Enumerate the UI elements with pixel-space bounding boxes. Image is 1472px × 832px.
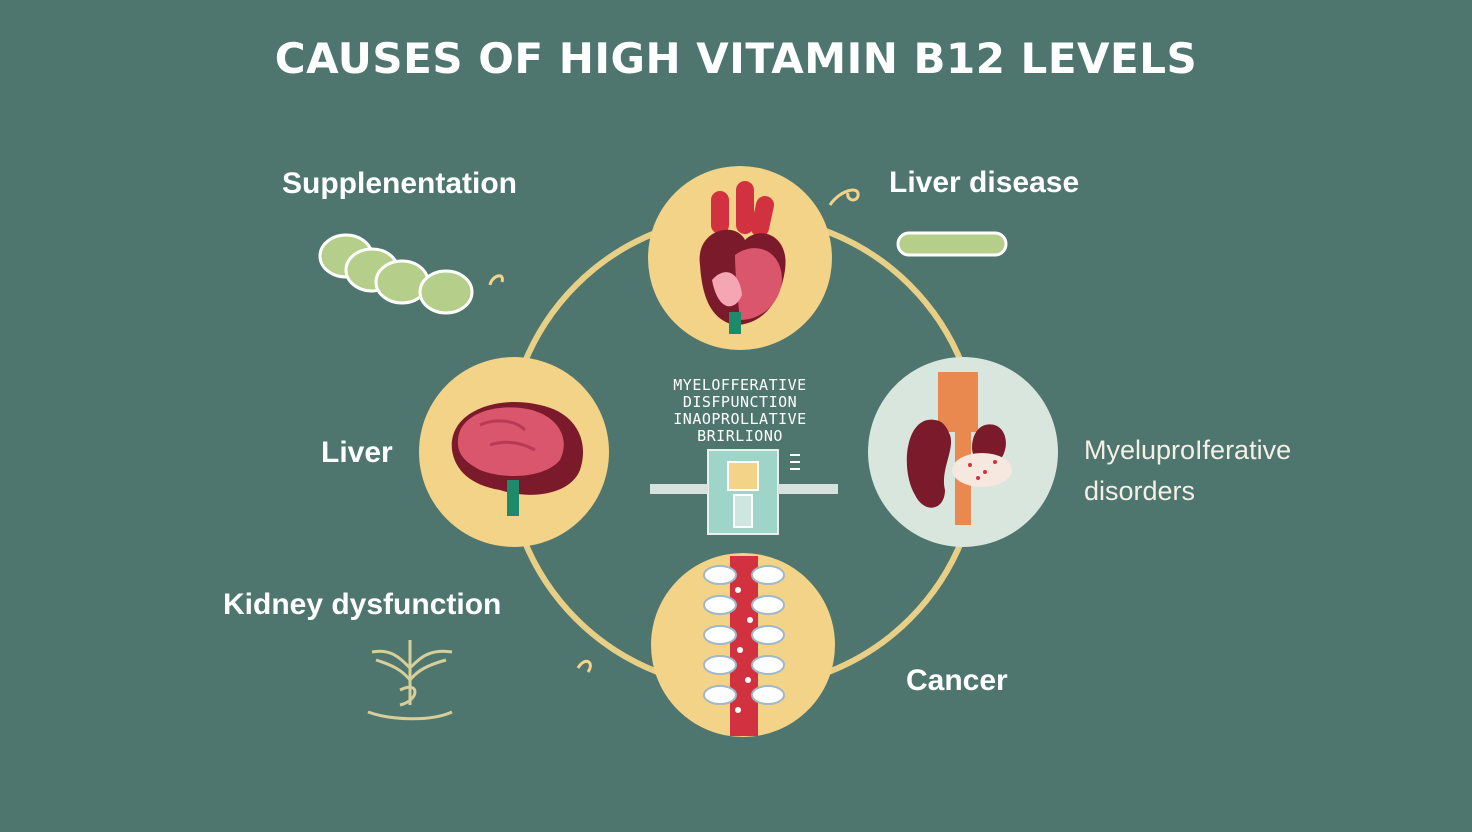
- kidney-icon: [868, 357, 1058, 547]
- label-cancer: Cancer: [906, 664, 1008, 697]
- label-liver-disease: Liver disease: [889, 166, 1080, 199]
- progress-bar-icon: [896, 231, 1008, 257]
- swirl-decor: [488, 274, 504, 286]
- center-label-line2: DISFPUNCTION: [682, 393, 798, 411]
- label-kidney-dysfunction: Kidney dysfunction: [223, 588, 502, 621]
- label-liver: Liver: [321, 436, 393, 469]
- heart-icon: [648, 166, 832, 350]
- liver-icon: [419, 357, 609, 547]
- spine-icon: [651, 553, 835, 737]
- label-myeloproliferative: MyeluproIferative disorders: [1084, 430, 1291, 512]
- label-myeloproliferative-line2: disorders: [1084, 476, 1196, 506]
- label-supplementation: Supplenentation: [282, 167, 517, 200]
- page-title: CAUSES OF HIGH VITAMIN B12 LEVELS: [274, 34, 1198, 83]
- lab-device-icon: [650, 449, 838, 535]
- center-label-line3: INAOPROLLATIVE: [673, 410, 807, 428]
- pills-icon: [318, 233, 474, 315]
- center-label-line4: BRIRLIONO: [697, 427, 783, 445]
- center-label-line1: MYELOFFERATIVE: [673, 376, 807, 394]
- swirl-decor: [828, 188, 860, 206]
- center-label: MYELOFFERATIVE DISFPUNCTION INAOPROLLATI…: [640, 377, 840, 445]
- caduceus-icon: [367, 640, 453, 721]
- swirl-decor: [576, 659, 592, 673]
- label-myeloproliferative-line1: MyeluproIferative: [1084, 435, 1292, 465]
